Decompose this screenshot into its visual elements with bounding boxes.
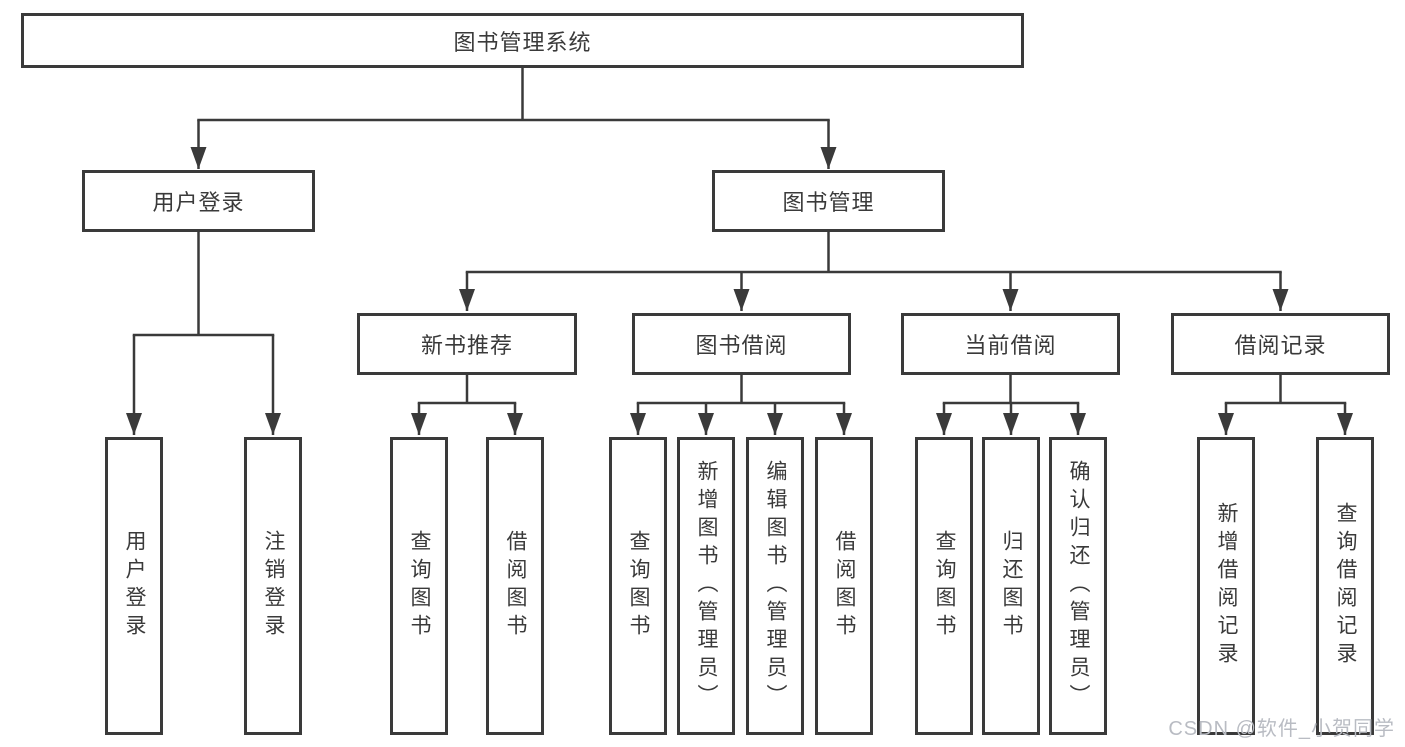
connector-book-management-branch — [459, 232, 1289, 311]
node-new-book-recommendation: 新书推荐 — [357, 313, 577, 375]
leaf-borrow-books: 借阅图书 — [815, 437, 873, 735]
leaf-add-borrow-record: 新增借阅记录 — [1197, 437, 1255, 735]
node-borrowing-records: 借阅记录 — [1171, 313, 1390, 375]
leaf-borrow-books: 借阅图书 — [486, 437, 544, 735]
connector-root-to-level2 — [190, 68, 837, 169]
leaf-label: 注销登录 — [262, 530, 285, 642]
leaf-label: 查询图书 — [627, 530, 650, 642]
leaf-label: 借阅图书 — [504, 530, 527, 642]
node-label: 图书管理系统 — [453, 29, 592, 55]
leaf-query-books: 查询图书 — [915, 437, 973, 735]
connector-new-book-branch — [411, 375, 523, 435]
node-label: 借阅记录 — [1234, 333, 1327, 358]
leaf-label: 用户登录 — [123, 530, 146, 642]
leaf-label: 查询图书 — [933, 530, 956, 642]
leaf-query-books: 查询图书 — [390, 437, 448, 735]
node-library-management-system: 图书管理系统 — [21, 13, 1024, 68]
node-book-management: 图书管理 — [712, 170, 945, 232]
leaf-user-login: 用户登录 — [105, 437, 163, 735]
leaf-label: 借阅图书 — [833, 530, 856, 642]
node-book-borrowing: 图书借阅 — [632, 313, 851, 375]
leaf-confirm-return-admin: 确认归还（管理员） — [1049, 437, 1107, 735]
node-label: 当前借阅 — [964, 333, 1057, 358]
leaf-label: 编辑图书（管理员） — [764, 460, 787, 712]
connector-borrow-records-branch — [1218, 375, 1353, 435]
leaf-logout: 注销登录 — [244, 437, 302, 735]
leaf-query-books: 查询图书 — [609, 437, 667, 735]
node-label: 图书管理 — [782, 190, 875, 215]
leaf-label: 查询借阅记录 — [1334, 502, 1357, 670]
csdn-watermark: CSDN @软件_小贺同学 — [1168, 718, 1395, 740]
leaf-label: 确认归还（管理员） — [1067, 460, 1090, 712]
leaf-label: 查询图书 — [408, 530, 431, 642]
leaf-query-borrow-record: 查询借阅记录 — [1316, 437, 1374, 735]
node-label: 图书借阅 — [695, 333, 788, 358]
node-current-borrowing: 当前借阅 — [901, 313, 1120, 375]
connector-user-login-branch — [126, 232, 281, 435]
connector-current-borrow-branch — [936, 375, 1086, 435]
leaf-add-books-admin: 新增图书（管理员） — [677, 437, 735, 735]
node-label: 新书推荐 — [420, 333, 513, 358]
connector-book-borrow-branch — [630, 375, 852, 435]
leaf-label: 归还图书 — [1000, 530, 1023, 642]
node-label: 用户登录 — [152, 190, 245, 215]
leaf-label: 新增借阅记录 — [1215, 502, 1238, 670]
leaf-label: 新增图书（管理员） — [695, 460, 718, 712]
leaf-edit-books-admin: 编辑图书（管理员） — [746, 437, 804, 735]
node-user-login: 用户登录 — [82, 170, 315, 232]
leaf-return-books: 归还图书 — [982, 437, 1040, 735]
